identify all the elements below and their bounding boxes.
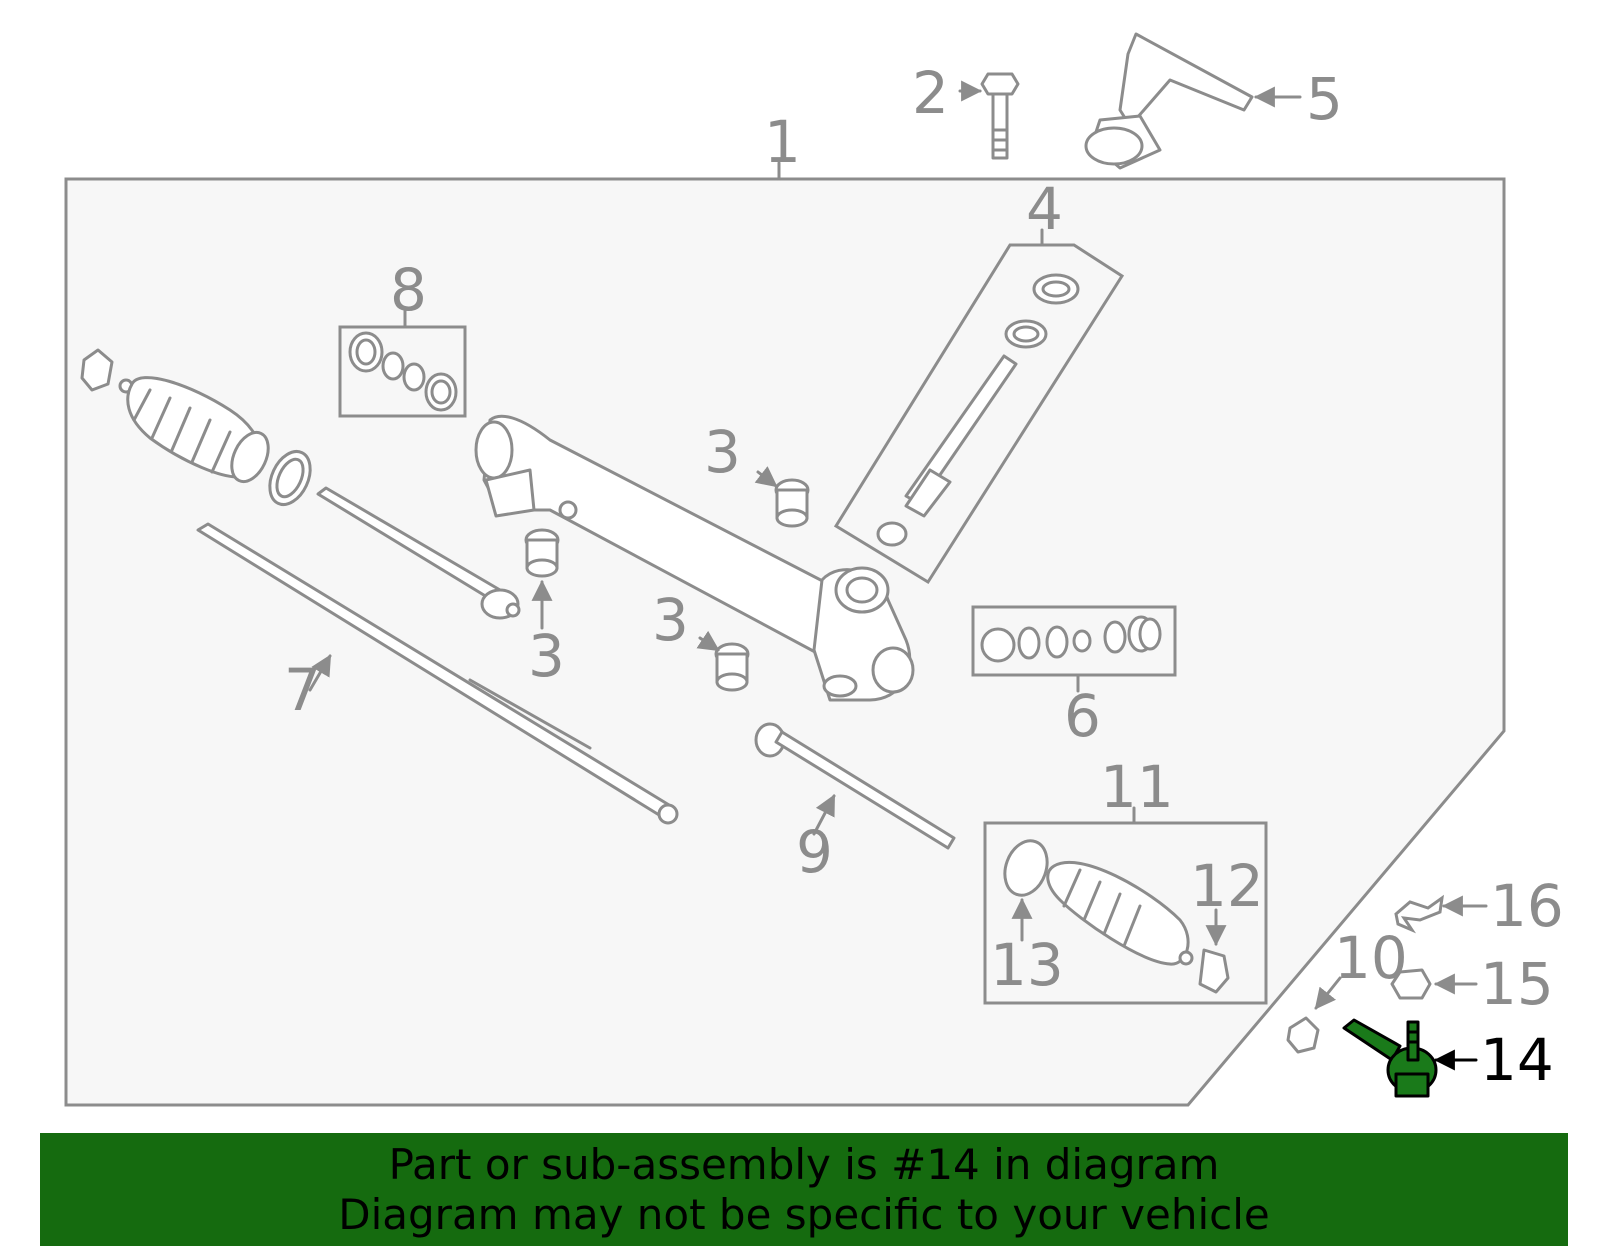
callout-9: 9 bbox=[796, 818, 833, 886]
callout-1: 1 bbox=[764, 108, 801, 176]
small-parts-outside bbox=[1286, 894, 1488, 1054]
bolt-part-2 bbox=[958, 72, 1020, 160]
callout-12: 12 bbox=[1190, 852, 1264, 920]
callout-5: 5 bbox=[1306, 65, 1343, 133]
banner-line-1: Part or sub-assembly is #14 in diagram bbox=[388, 1139, 1220, 1189]
gear-housing bbox=[474, 414, 915, 702]
cover-part-5 bbox=[1084, 32, 1302, 170]
outer-tie-rod-end-part-14 bbox=[1342, 1018, 1478, 1098]
mount-bushings-part-3 bbox=[524, 466, 810, 692]
callout-11: 11 bbox=[1100, 753, 1174, 821]
callout-15: 15 bbox=[1480, 950, 1554, 1018]
callout-6: 6 bbox=[1064, 682, 1101, 750]
inner-tie-rod-part-9 bbox=[754, 722, 956, 850]
callout-2: 2 bbox=[912, 59, 949, 127]
callout-8: 8 bbox=[390, 256, 427, 324]
callout-10: 10 bbox=[1334, 924, 1408, 992]
callout-13: 13 bbox=[990, 931, 1064, 999]
banner-line-2: Diagram may not be specific to your vehi… bbox=[338, 1189, 1270, 1239]
left-boot-assembly bbox=[80, 348, 312, 506]
callout-14: 14 bbox=[1480, 1026, 1554, 1094]
callout-3-mid: 3 bbox=[652, 586, 689, 654]
inner-tie-rod-left bbox=[316, 486, 521, 620]
callout-7: 7 bbox=[284, 656, 321, 724]
seal-kit-box-8 bbox=[338, 309, 467, 418]
seal-kit-box-6 bbox=[971, 605, 1177, 693]
callout-4: 4 bbox=[1026, 175, 1063, 243]
info-banner: Part or sub-assembly is #14 in diagram D… bbox=[40, 1133, 1568, 1246]
assembly-1-outline bbox=[64, 177, 1506, 1107]
callout-3-left: 3 bbox=[528, 622, 565, 690]
callout-16: 16 bbox=[1490, 872, 1564, 940]
kit-box-4 bbox=[833, 228, 1125, 585]
boot-kit-box-11 bbox=[983, 806, 1268, 1005]
callout-3-top: 3 bbox=[704, 418, 741, 486]
rack-bar-part-7 bbox=[196, 522, 679, 825]
